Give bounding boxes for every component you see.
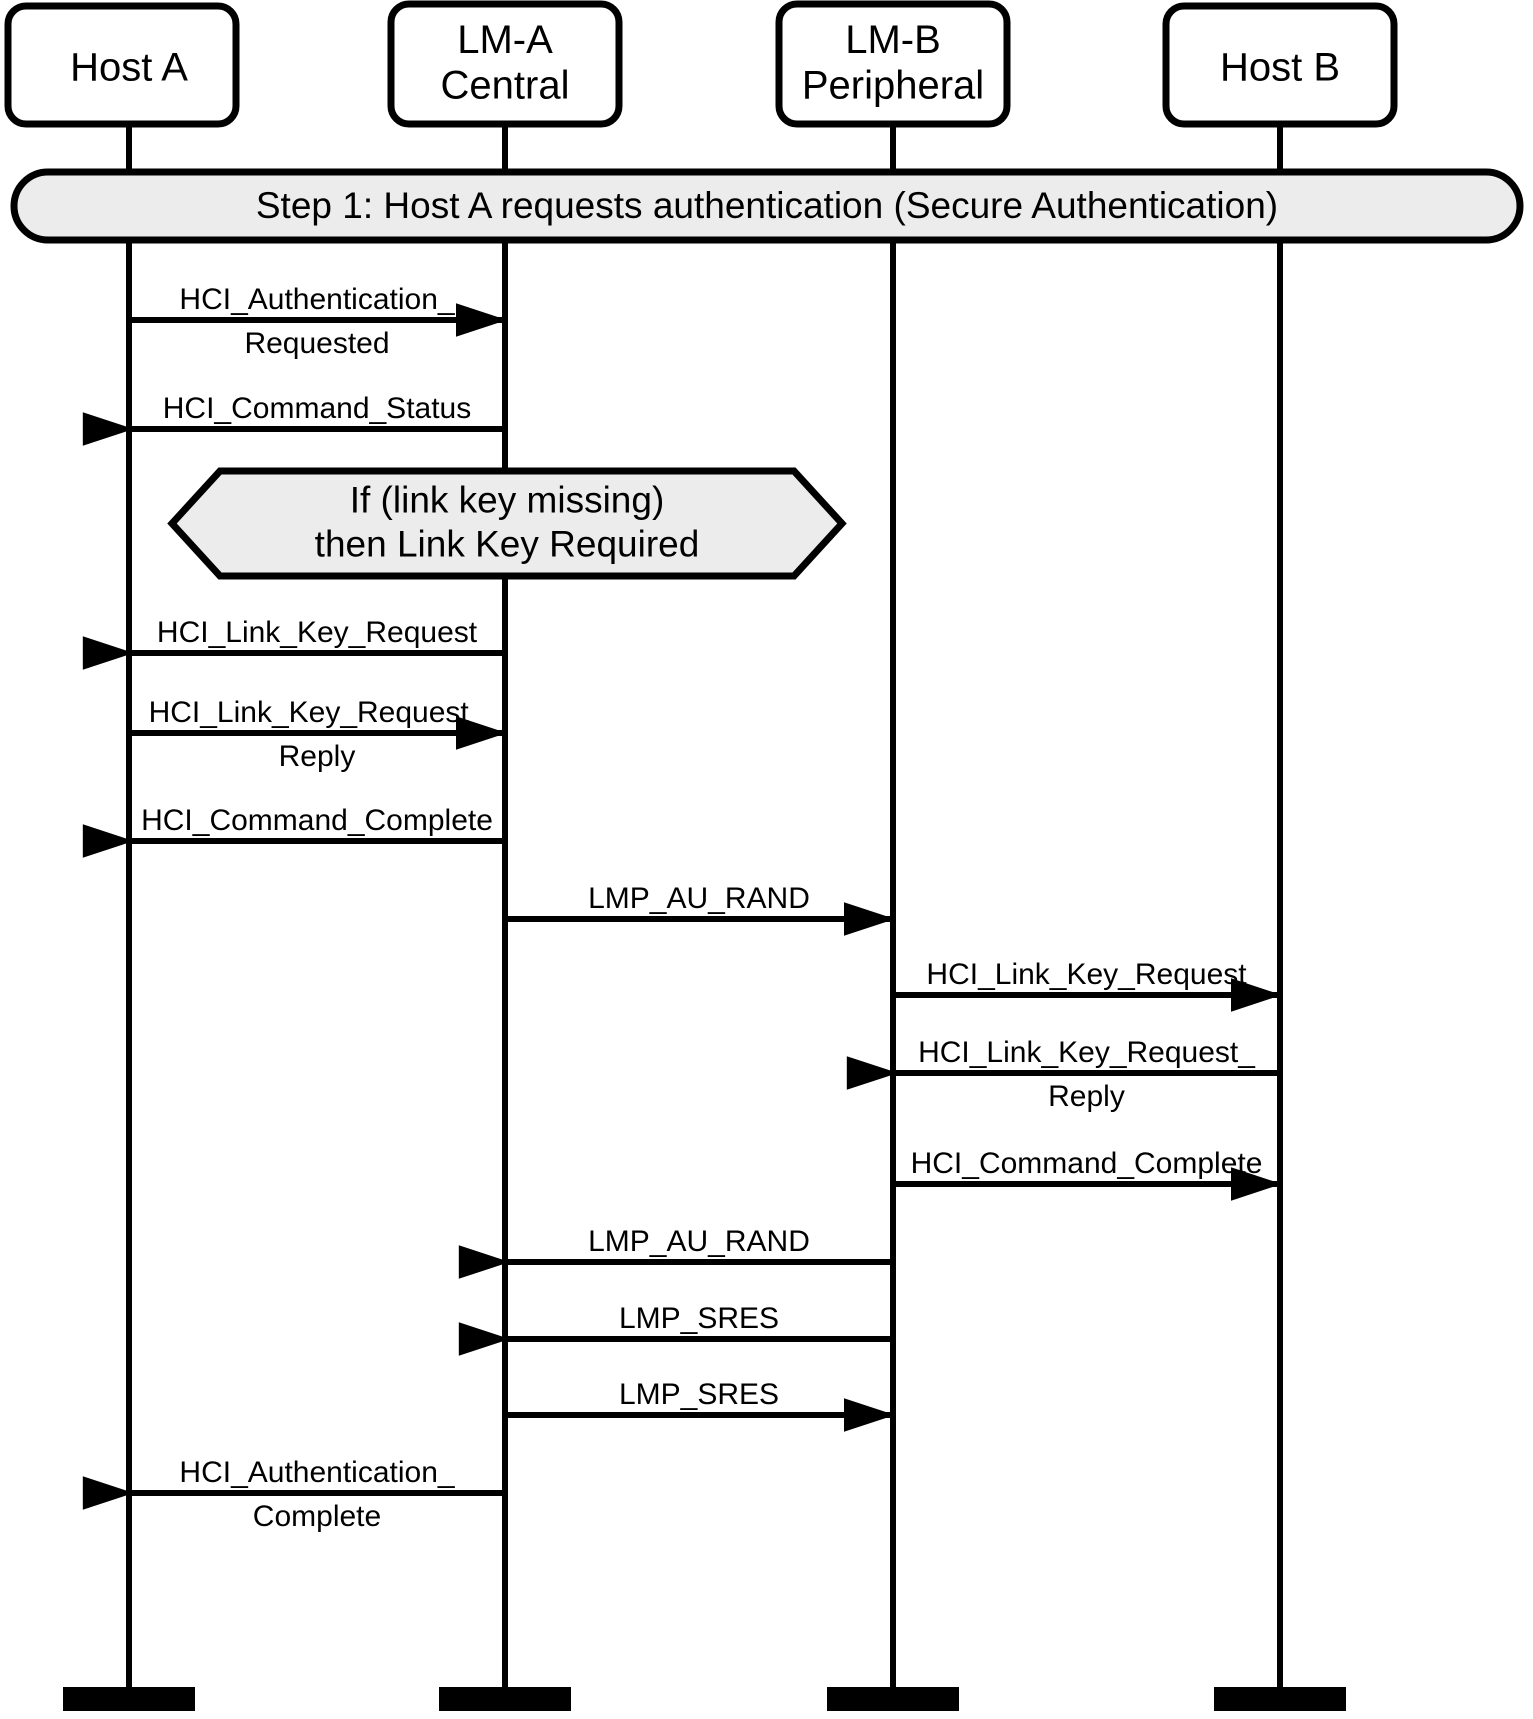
message-label-m2: HCI_Command_Status [163,392,471,425]
message-m6: LMP_AU_RAND [505,882,895,936]
step-banner-shape [10,168,1524,244]
participant-box-host-a[interactable] [4,2,240,128]
condition-label-line2: then Link Key Required [315,523,700,564]
message-label-m9: HCI_Command_Complete [911,1147,1263,1180]
participant-box-lm-a[interactable] [387,0,623,128]
message-label2-m1: Requested [244,327,389,360]
participant-label-host-a: Host A [70,45,188,89]
step-banner-label: Step 1: Host A requests authentication (… [256,185,1278,226]
message-label-m1: HCI_Authentication_ [179,283,455,316]
message-m8: HCI_Link_Key_Request_ Reply [846,1036,1280,1113]
message-m1: HCI_Authentication_ Requested [129,283,507,360]
message-label2-m8: Reply [1048,1080,1125,1113]
message-label-m11: LMP_SRES [619,1302,779,1335]
message-m13: HCI_Authentication_ Complete [82,1456,505,1533]
participant-label-host-b: Host B [1220,45,1340,89]
message-m12: LMP_SRES [505,1378,895,1432]
condition-label-line1: If (link key missing) [350,479,665,520]
message-m10: LMP_AU_RAND [458,1225,893,1279]
message-label-m12: LMP_SRES [619,1378,779,1411]
message-label-m4: HCI_Link_Key_Request_ [149,696,487,729]
participant-sublabel-lm-b: Peripheral [802,64,984,108]
message-m3: HCI_Link_Key_Request [82,616,505,670]
participant-label-lm-a: LM-A [457,18,553,62]
message-m7: HCI_Link_Key_Request [893,958,1282,1012]
message-m2: HCI_Command_Status [82,392,505,446]
condition-box: If (link key missing)then Link Key Requi… [167,467,847,580]
participant-box-lm-b[interactable] [775,0,1011,128]
message-label-m3: HCI_Link_Key_Request [157,616,478,649]
participant-host-b[interactable]: Host B [1162,2,1398,128]
participant-box-host-b[interactable] [1162,2,1398,128]
message-label2-m4: Reply [279,740,356,773]
term-host-b [1214,1687,1346,1711]
participant-label-lm-b: LM-B [845,18,941,62]
term-host-a [63,1687,195,1711]
term-lm-b [827,1687,959,1711]
step-banner: Step 1: Host A requests authentication (… [10,168,1524,244]
message-label-m7: HCI_Link_Key_Request [926,958,1247,991]
message-label-m13: HCI_Authentication_ [179,1456,455,1489]
message-label-m5: HCI_Command_Complete [141,804,493,837]
participant-host-a[interactable]: Host A [4,2,240,128]
condition-box-shape [167,467,847,580]
participant-sublabel-lm-a: Central [441,64,570,108]
message-label-m8: HCI_Link_Key_Request_ [918,1036,1256,1069]
message-m5: HCI_Command_Complete [82,804,505,858]
message-label-m10: LMP_AU_RAND [588,1225,810,1258]
message-label2-m13: Complete [253,1500,381,1533]
message-m4: HCI_Link_Key_Request_ Reply [129,696,507,773]
message-label-m6: LMP_AU_RAND [588,882,810,915]
term-lm-a [439,1687,571,1711]
message-m9: HCI_Command_Complete [893,1147,1282,1201]
message-m11: LMP_SRES [458,1302,893,1356]
